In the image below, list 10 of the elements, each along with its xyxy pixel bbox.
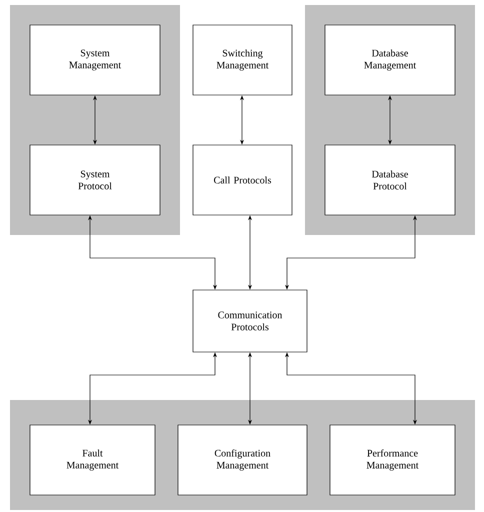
process-box: Database Protocol [324,144,456,216]
process-box: Fault Management [30,424,156,496]
process-box: Configuration Management [178,424,308,496]
process-box: Switching Management [192,24,292,96]
process-box: Database Management [324,24,456,96]
process-box: Communication Protocols [192,290,308,352]
process-box: System Protocol [30,144,160,216]
process-box: System Management [30,24,160,96]
process-box: Call Protocols [192,144,292,216]
process-box: Performance Management [330,424,456,496]
